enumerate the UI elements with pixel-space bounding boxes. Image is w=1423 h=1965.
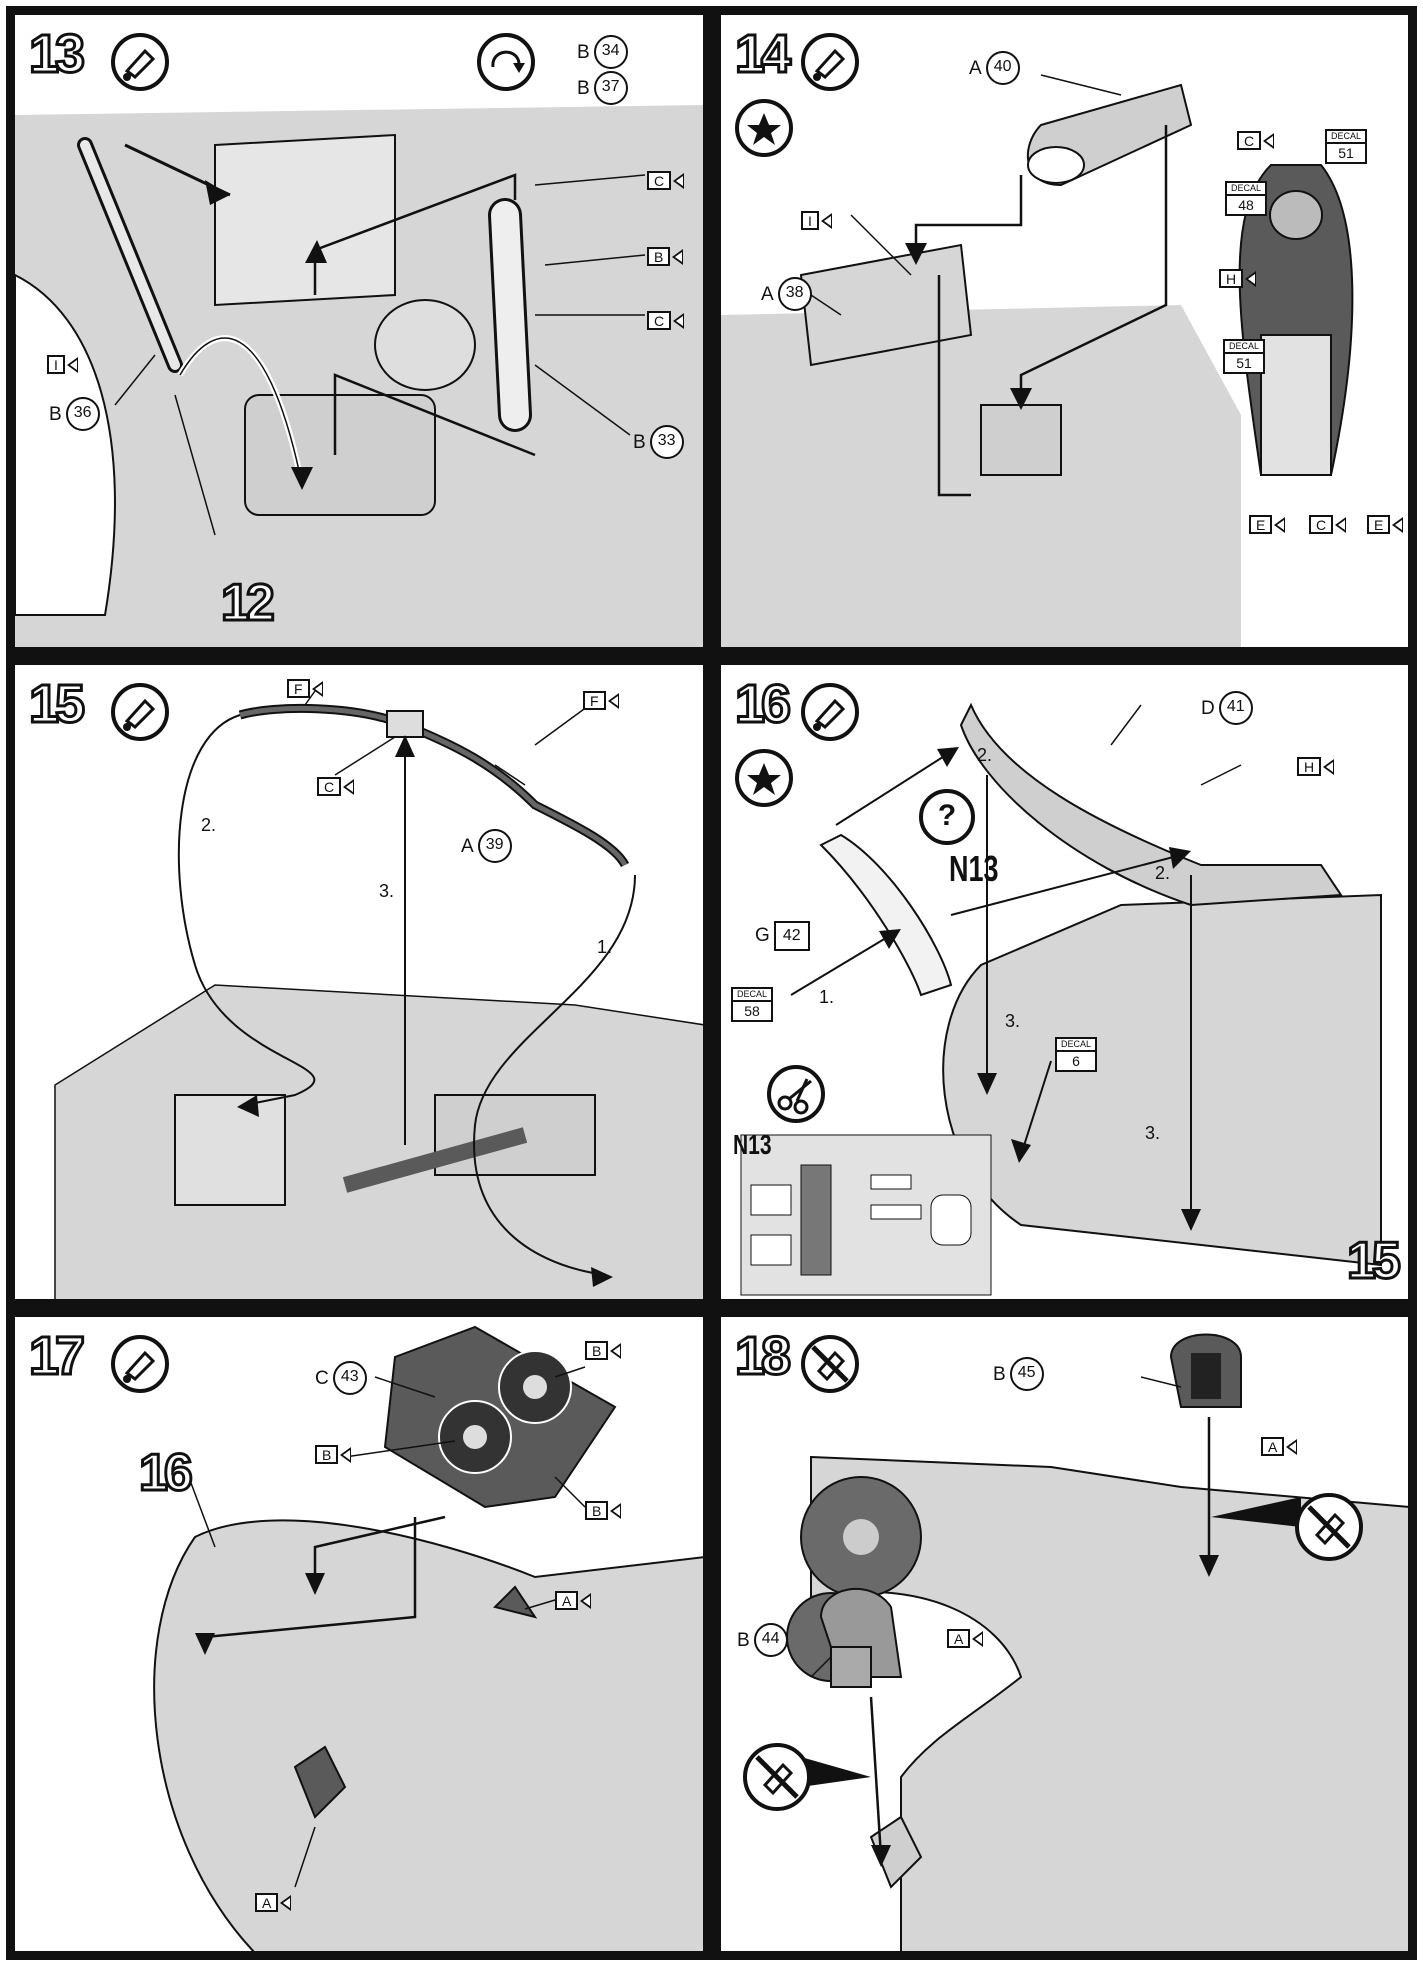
sprue-flag-c: C — [647, 311, 685, 330]
step-number: 17 — [27, 1326, 86, 1386]
step-16-illustration — [740, 702, 1382, 1296]
sequence-step-3: 3. — [1145, 1123, 1161, 1143]
sequence-step-3: 3. — [1005, 1011, 1021, 1031]
no-glue-icon — [743, 1743, 811, 1811]
sprue-flag-i: I — [801, 211, 832, 230]
sequence-step-2: 2. — [201, 815, 217, 835]
sprue-flag-a: A — [255, 1893, 292, 1912]
reference-step-15: 15 — [1346, 1232, 1403, 1290]
sprue-flag-h: H — [1297, 757, 1335, 776]
sprue-flag-c: C — [317, 777, 355, 796]
sprue-flag-a: A — [947, 1629, 984, 1648]
sprue-flag-c: C — [1309, 515, 1347, 534]
sequence-step-1: 1. — [819, 987, 835, 1007]
step-18-illustration — [786, 1333, 1408, 1951]
decal-sheet-ref-small: N13 — [733, 1129, 772, 1160]
sprue-flag-f: F — [287, 679, 323, 698]
sequence-step-3: 3. — [379, 881, 395, 901]
glue-tube-icon — [111, 33, 169, 91]
sprue-flag-b: B — [585, 1501, 622, 1520]
sequence-step-1: 1. — [597, 937, 613, 957]
glue-tube-icon — [111, 683, 169, 741]
step-number: 16 — [733, 674, 792, 734]
step-number: 18 — [733, 1326, 792, 1386]
glue-tube-icon — [801, 683, 859, 741]
sprue-flag-c: C — [647, 171, 685, 190]
scissors-icon — [767, 1065, 825, 1123]
step-number: 13 — [27, 24, 86, 84]
sprue-flag-i: I — [47, 355, 78, 374]
reference-step-12: 12 — [220, 574, 277, 632]
sprue-flag-b: B — [647, 247, 684, 266]
no-glue-icon — [1295, 1493, 1363, 1561]
sprue-flag-a: A — [555, 1591, 592, 1610]
sequence-step-2: 2. — [977, 745, 993, 765]
step-number: 15 — [27, 674, 86, 734]
sprue-flag-b: B — [585, 1341, 622, 1360]
rotate-model-icon — [477, 33, 535, 91]
glue-tube-icon — [801, 33, 859, 91]
paint-decal-icon — [735, 99, 793, 157]
question-mark-icon: ? — [919, 789, 975, 845]
no-glue-icon — [801, 1335, 859, 1393]
paint-decal-icon — [735, 749, 793, 807]
decal-sheet-ref: N13 — [949, 848, 999, 889]
sequence-step-2: 2. — [1155, 863, 1171, 883]
sprue-flag-c: C — [1237, 131, 1275, 150]
sprue-flag-b: B — [315, 1445, 352, 1464]
step-13-illustration — [15, 105, 703, 647]
sprue-flag-f: F — [583, 691, 619, 710]
sprue-flag-a: A — [1261, 1437, 1298, 1456]
step-17-illustration — [153, 1325, 703, 1951]
sprue-flag-e: E — [1249, 515, 1286, 534]
step-14-illustration — [721, 74, 1354, 647]
sprue-flag-e: E — [1367, 515, 1404, 534]
step-number: 14 — [733, 24, 792, 84]
step-15-illustration — [54, 690, 703, 1299]
reference-step-16: 16 — [138, 1444, 195, 1502]
sprue-flag-h: H — [1219, 269, 1257, 288]
glue-tube-icon — [111, 1335, 169, 1393]
